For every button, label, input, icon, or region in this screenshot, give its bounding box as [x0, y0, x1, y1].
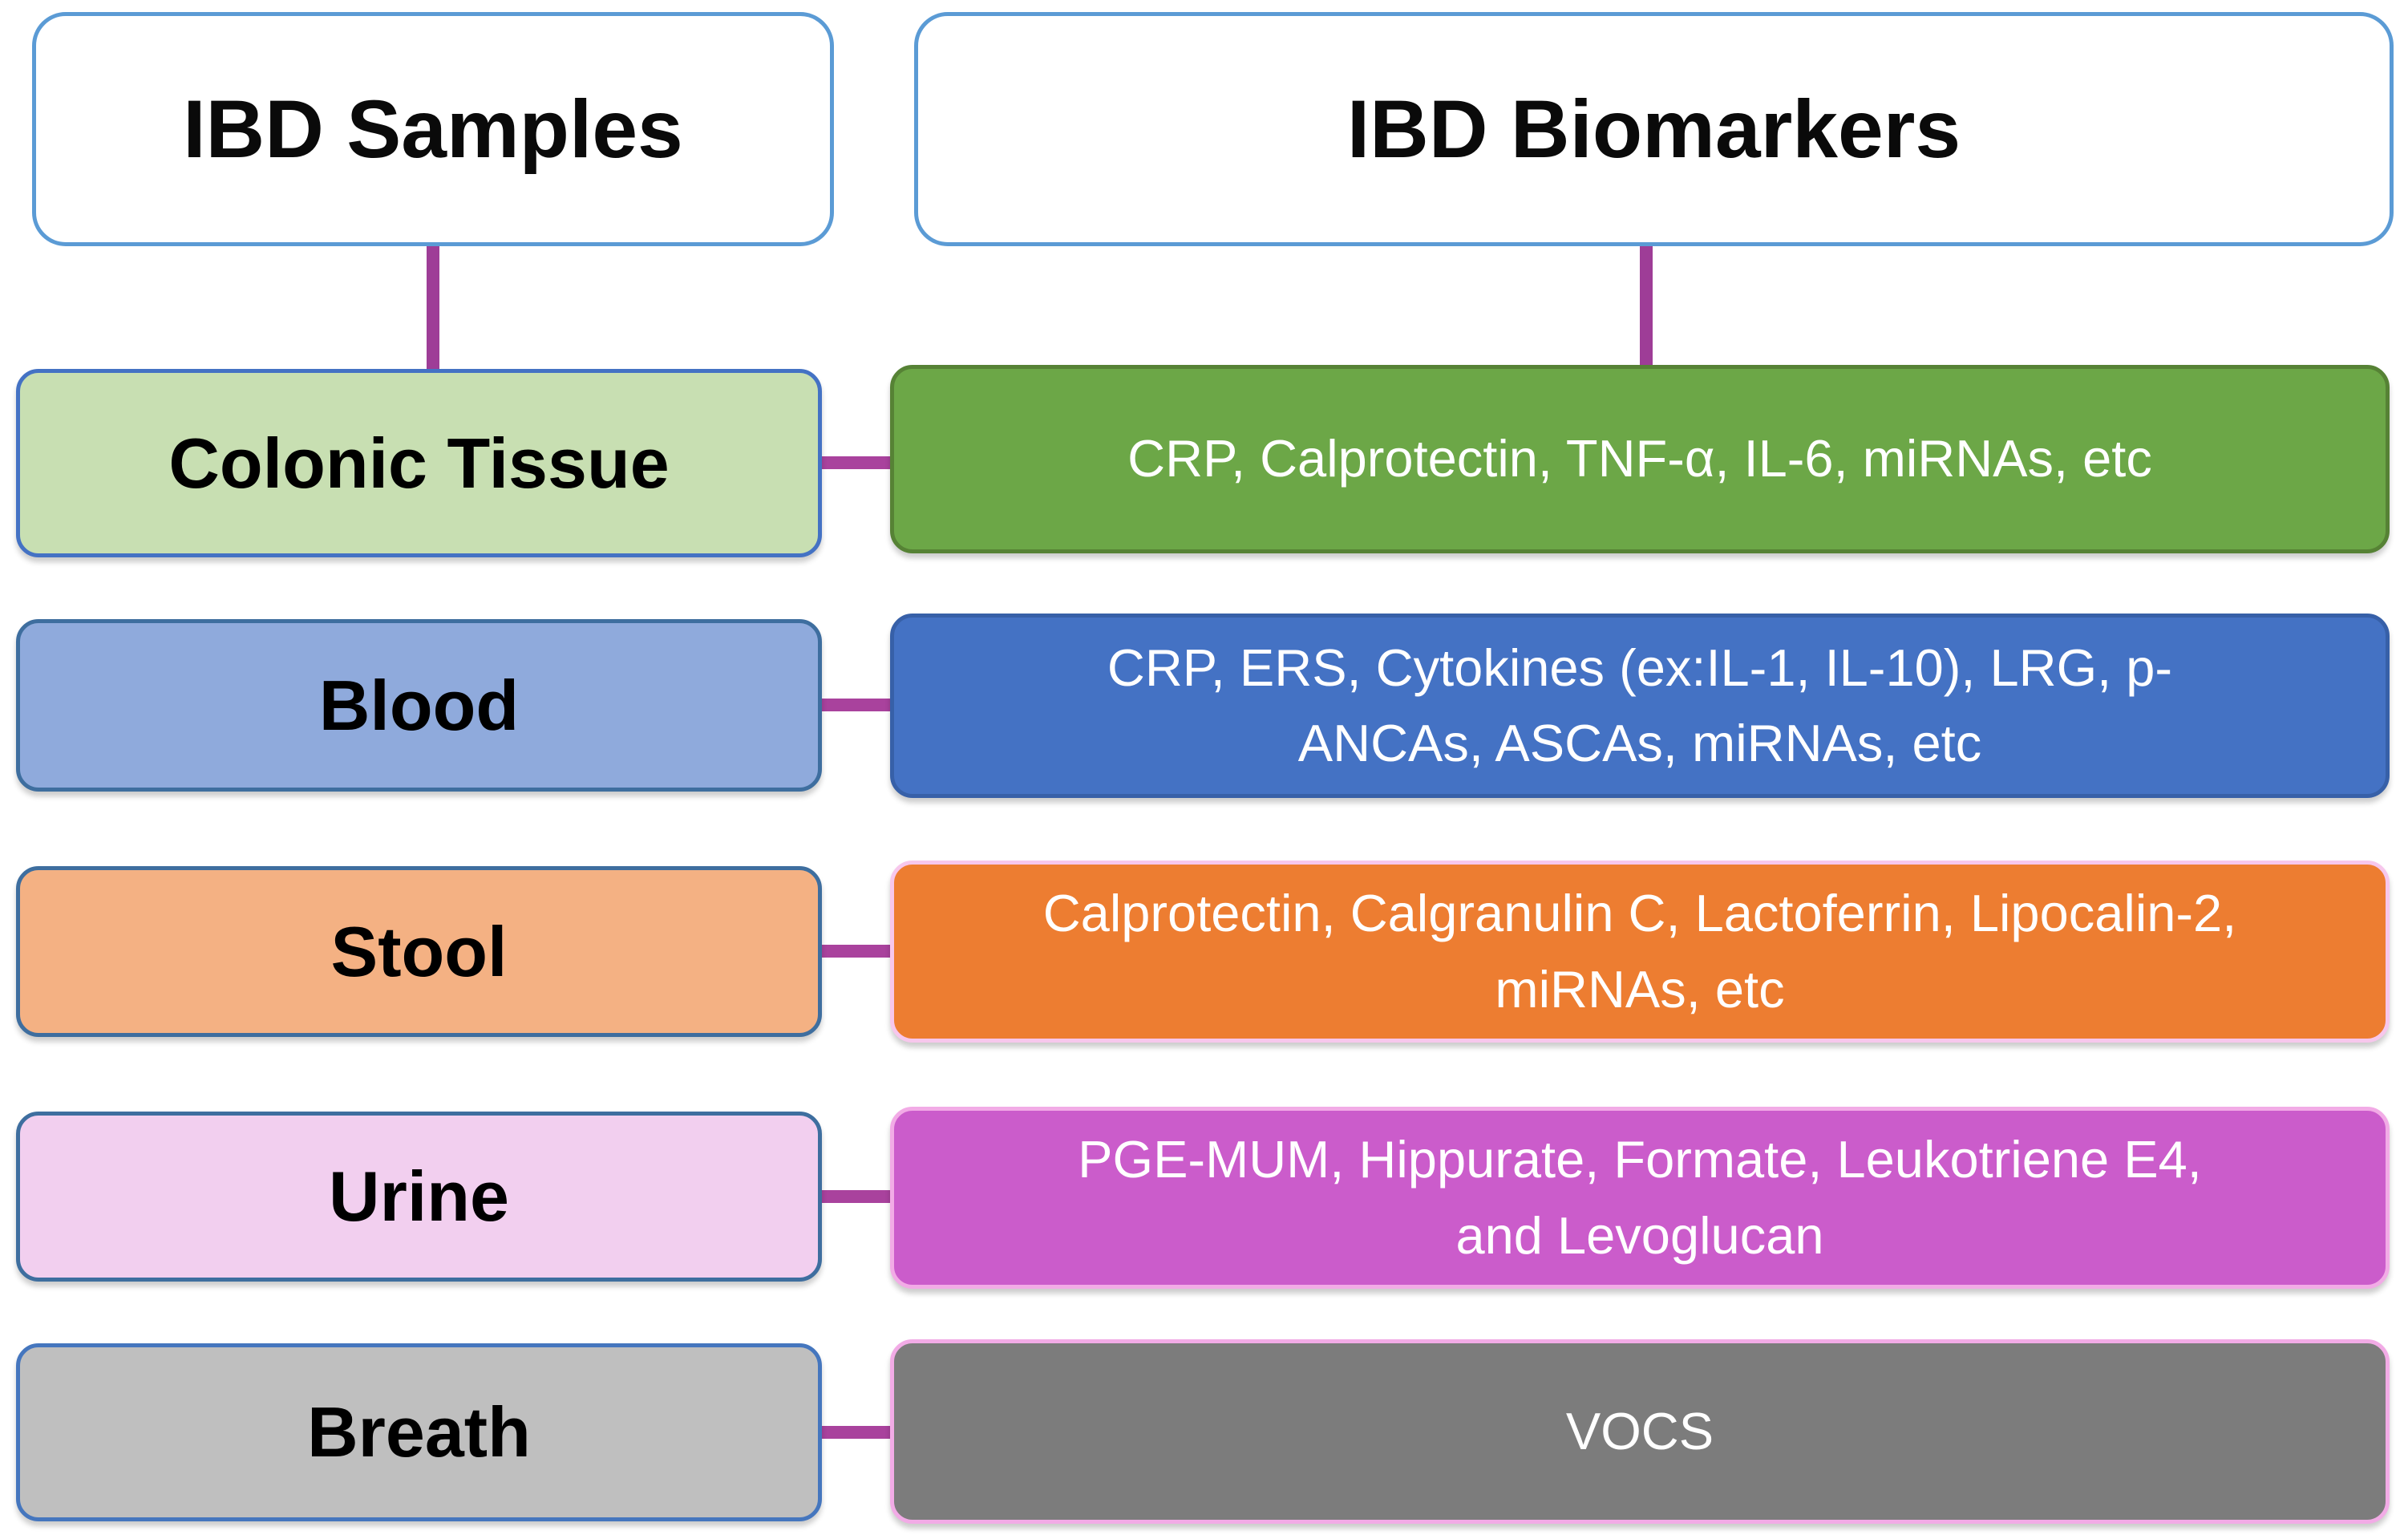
header-ibd-samples: IBD Samples: [32, 12, 834, 246]
sample-label-colonic-tissue: Colonic Tissue: [168, 423, 670, 503]
sample-box-urine: Urine: [16, 1112, 822, 1282]
biomarker-text-line: miRNAs, etc: [1495, 959, 1785, 1019]
connector-colonic-tissue-to-biomarkers: [820, 456, 893, 469]
header-ibd-samples-label: IBD Samples: [183, 83, 683, 175]
sample-box-breath: Breath: [16, 1343, 822, 1521]
biomarker-text-line: Calprotectin, Calgranulin C, Lactoferrin…: [1042, 884, 2237, 943]
biomarker-text-line: VOCS: [1565, 1401, 1714, 1460]
header-ibd-biomarkers: IBD Biomarkers: [914, 12, 2394, 246]
biomarker-box-colonic-tissue: CRP, Calprotectin, TNF-α, IL-6, miRNAs, …: [890, 365, 2390, 553]
connector-blood-to-biomarkers: [820, 699, 893, 711]
sample-label-urine: Urine: [329, 1156, 509, 1236]
sample-label-breath: Breath: [307, 1392, 531, 1472]
sample-label-stool: Stool: [330, 911, 508, 991]
sample-box-colonic-tissue: Colonic Tissue: [16, 369, 822, 557]
sample-label-blood: Blood: [318, 665, 520, 745]
biomarker-box-stool: Calprotectin, Calgranulin C, Lactoferrin…: [890, 861, 2390, 1043]
biomarker-text-line: CRP, Calprotectin, TNF-α, IL-6, miRNAs, …: [1127, 429, 2152, 488]
header-ibd-biomarkers-label: IBD Biomarkers: [1346, 83, 1961, 175]
biomarker-box-blood: CRP, ERS, Cytokines (ex:IL-1, IL-10), LR…: [890, 614, 2390, 798]
biomarker-text-line: CRP, ERS, Cytokines (ex:IL-1, IL-10), LR…: [1107, 638, 2173, 697]
biomarker-box-breath: VOCS: [890, 1339, 2390, 1524]
sample-box-stool: Stool: [16, 866, 822, 1037]
connector-stool-to-biomarkers: [820, 945, 893, 958]
biomarker-box-urine: PGE-MUM, Hippurate, Formate, Leukotriene…: [890, 1107, 2390, 1289]
biomarker-text-line: PGE-MUM, Hippurate, Formate, Leukotriene…: [1078, 1130, 2202, 1189]
connector-urine-to-biomarkers: [820, 1190, 893, 1203]
connector-breath-to-biomarkers: [820, 1426, 893, 1439]
connector-biomarkers-header-to-green-box: [1640, 245, 1653, 365]
connector-samples-header-to-colonic: [427, 245, 439, 369]
biomarker-text-line: ANCAs, ASCAs, miRNAs, etc: [1297, 714, 1982, 772]
sample-box-blood: Blood: [16, 619, 822, 792]
biomarker-text-line: and Levoglucan: [1455, 1205, 1824, 1265]
